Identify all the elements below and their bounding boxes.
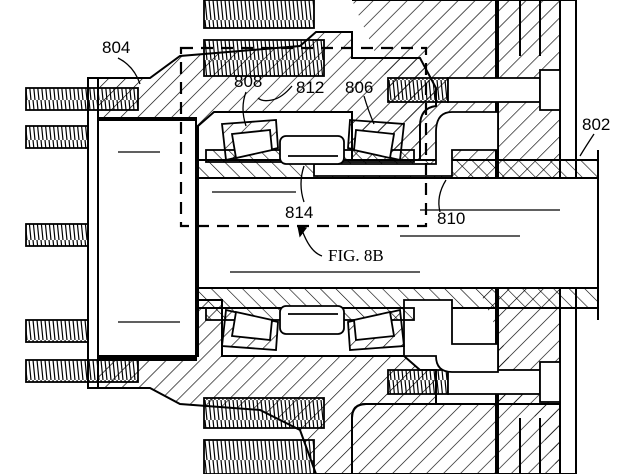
label-spacer: 812 (296, 78, 324, 97)
detail-box (179, 46, 428, 228)
label-inner-sleeve: 814 (285, 203, 313, 222)
label-axle: 802 (582, 115, 610, 134)
label-hub: 804 (102, 38, 130, 57)
bearing-lower (205, 305, 415, 351)
label-shaft-seal: 810 (437, 209, 465, 228)
center-studs (203, 0, 325, 474)
leader-lines (117, 57, 595, 257)
shaft-seal (313, 111, 499, 373)
bearing-upper (205, 119, 415, 165)
axle-shaft (197, 150, 599, 320)
wheel-studs-left (25, 87, 139, 383)
figure-caption-ref: FIG. 8B (328, 246, 384, 265)
label-bearing-left: 808 (234, 72, 262, 91)
label-bearing-right: 806 (345, 78, 373, 97)
hub-upper (87, 31, 437, 361)
bolts-right (387, 69, 561, 403)
